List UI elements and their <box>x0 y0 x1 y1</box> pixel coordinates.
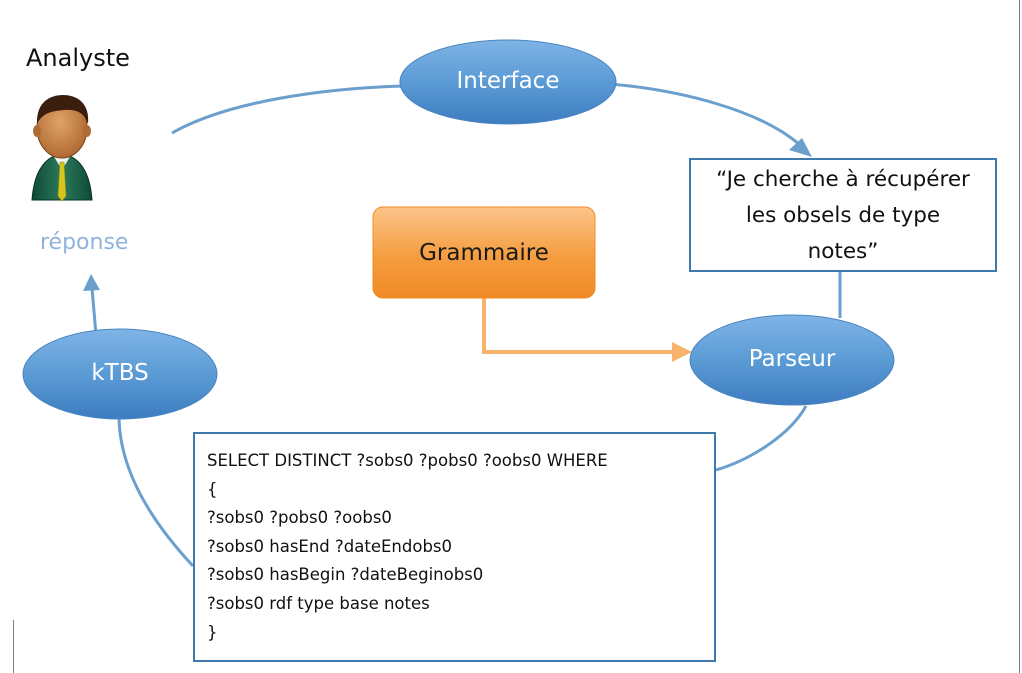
query-line: “Je cherche à récupérer <box>716 167 970 192</box>
ktbs-label: kTBS <box>91 360 149 386</box>
interface-label: Interface <box>456 68 560 94</box>
arrowhead-response <box>83 274 100 291</box>
connector-grammar-to-parser <box>482 298 676 354</box>
frame-left-edge <box>13 620 14 673</box>
query-line: notes” <box>807 239 879 264</box>
parser-node <box>689 314 895 406</box>
query-line: les obsels de type <box>745 203 941 228</box>
connector-sparql-to-ktbs <box>117 417 195 568</box>
response-label: réponse <box>40 230 129 255</box>
connector-analyst-to-interface <box>171 84 405 135</box>
interface-node <box>399 39 617 125</box>
connector-ktbs-to-response <box>90 287 98 336</box>
frame-right-edge <box>1019 0 1020 673</box>
natural-language-query-box: “Je cherche à récupérer les obsels de ty… <box>689 158 997 272</box>
sparql-line: ?sobs0 rdf type base notes <box>207 593 430 613</box>
sparql-line: ?sobs0 ?pobs0 ?oobs0 <box>207 508 392 528</box>
sparql-line: } <box>207 622 218 642</box>
sparql-line: SELECT DISTINCT ?sobs0 ?pobs0 ?oobs0 WHE… <box>207 451 608 470</box>
user-avatar-icon <box>31 95 93 202</box>
analyst-label: Analyste <box>26 44 130 72</box>
grammar-label: Grammaire <box>419 240 549 266</box>
grammar-node <box>372 206 596 299</box>
sparql-query-box: SELECT DISTINCT ?sobs0 ?pobs0 ?oobs0 WHE… <box>193 432 716 662</box>
sparql-line: { <box>207 479 218 499</box>
arrowhead-query <box>789 138 812 157</box>
sparql-line: ?sobs0 hasEnd ?dateEndobs0 <box>207 536 453 556</box>
ktbs-node <box>22 328 218 420</box>
connector-interface-to-query <box>609 82 801 147</box>
parser-label: Parseur <box>748 346 836 372</box>
sparql-line: ?sobs0 hasBegin ?dateBeginobs0 <box>207 565 484 585</box>
connector-parser-to-sparql <box>715 405 808 472</box>
arrowhead-parser <box>672 342 692 362</box>
